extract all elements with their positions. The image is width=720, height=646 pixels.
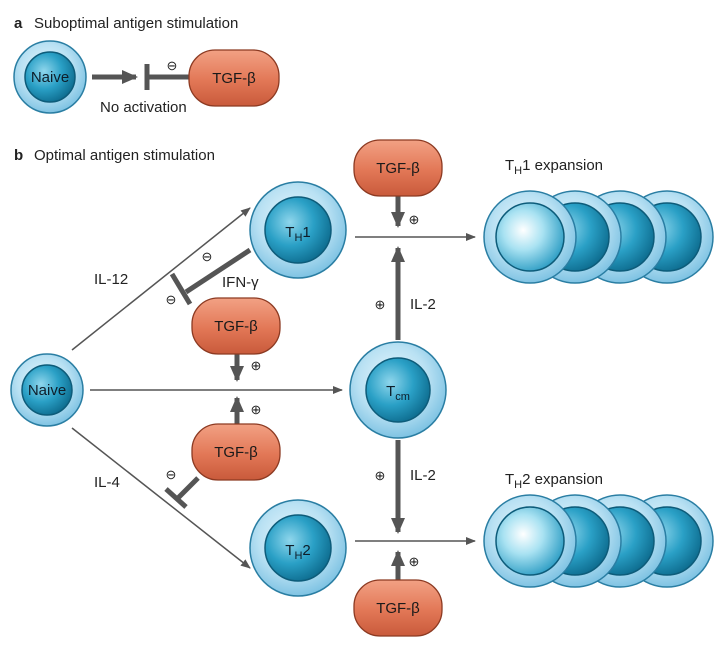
th1-expansion-cluster [483, 190, 714, 284]
th1-inhibit-minus-sign: ⊖ [166, 292, 177, 307]
th1-label-main: T [285, 224, 294, 241]
panel-a-minus-sign: ⊖ [167, 58, 178, 73]
tcm-label-sub: cm [395, 391, 410, 403]
il2-down-label: IL-2 [410, 467, 436, 484]
tgf-bottom-plus-sign: ⊕ [409, 554, 420, 569]
panel-b-naive-cell: Naive [10, 353, 84, 427]
ifn-minus-sign: ⊖ [202, 249, 213, 264]
tgf-upper-label: TGF-β [214, 318, 258, 335]
il12-label: IL-12 [94, 271, 128, 288]
il4-label: IL-4 [94, 474, 120, 491]
tgf-lower-plus-sign: ⊕ [251, 402, 262, 417]
th2-expansion-sub: H [514, 479, 522, 491]
il2-down-plus-sign: ⊕ [375, 468, 386, 483]
th2-expansion-main: T [505, 471, 514, 488]
panel-b-naive-label: Naive [28, 382, 66, 399]
th2-cell: TH2 [249, 499, 347, 597]
th1-expansion-label: TH1 expansion [505, 157, 603, 177]
th1-label: TH1 [285, 224, 310, 244]
th2-label-sub: H [294, 550, 302, 562]
tgf-top-label: TGF-β [376, 160, 420, 177]
il12-arrow [71, 207, 251, 351]
il2-up-label: IL-2 [410, 296, 436, 313]
panel-a-naive-cell: Naive [13, 40, 87, 114]
tgf-beta-bottom: TGF-β [353, 579, 443, 637]
il4-arrow [71, 427, 251, 569]
ifn-block-bar [169, 272, 193, 306]
tgf-bottom-label: TGF-β [376, 600, 420, 617]
tcm-label: Tcm [386, 383, 410, 403]
th1-expanded-cell [483, 190, 577, 284]
th1-expansion-tail: 1 expansion [522, 157, 603, 174]
panel-a-tgf-label: TGF-β [212, 70, 256, 87]
tgf-top-plus-sign: ⊕ [409, 212, 420, 227]
ifn-gamma-label: IFN-γ [222, 274, 259, 291]
th2-label: TH2 [285, 542, 310, 562]
th2-label-tail: 2 [302, 542, 310, 559]
tgf-beta-lower: TGF-β [191, 423, 281, 481]
th1-label-sub: H [294, 232, 302, 244]
tgf-beta-upper: TGF-β [191, 297, 281, 355]
ifn-inhibit-line [184, 247, 252, 295]
tgf-beta-top: TGF-β [353, 139, 443, 197]
il4-inhibit-line [176, 476, 200, 500]
th1-expansion-main: T [505, 157, 514, 174]
tcm-label-main: T [386, 383, 395, 400]
no-activation-label: No activation [100, 99, 187, 116]
il4-block-bar [164, 487, 188, 509]
panel-b-title: Optimal antigen stimulation [34, 147, 215, 164]
tgf-lower-label: TGF-β [214, 444, 258, 461]
th1-cell: TH1 [249, 181, 347, 279]
panel-a-naive-label: Naive [31, 69, 69, 86]
panel-a-letter: a [14, 15, 23, 32]
th2-expanded-cell [483, 494, 577, 588]
tcm-cell: Tcm [349, 341, 447, 439]
th2-label-main: T [285, 542, 294, 559]
th1-label-tail: 1 [302, 224, 310, 241]
il4-inhibit-minus-sign: ⊖ [166, 467, 177, 482]
tgf-upper-plus-sign: ⊕ [251, 358, 262, 373]
il2-up-plus-sign: ⊕ [375, 297, 386, 312]
panel-a-tgf-beta: TGF-β [188, 49, 280, 107]
th2-expansion-cluster [483, 494, 714, 588]
panel-a-title: Suboptimal antigen stimulation [34, 15, 238, 32]
th2-expansion-label: TH2 expansion [505, 471, 603, 491]
panel-b-letter: b [14, 147, 23, 164]
th1-expansion-sub: H [514, 165, 522, 177]
th2-expansion-tail: 2 expansion [522, 471, 603, 488]
